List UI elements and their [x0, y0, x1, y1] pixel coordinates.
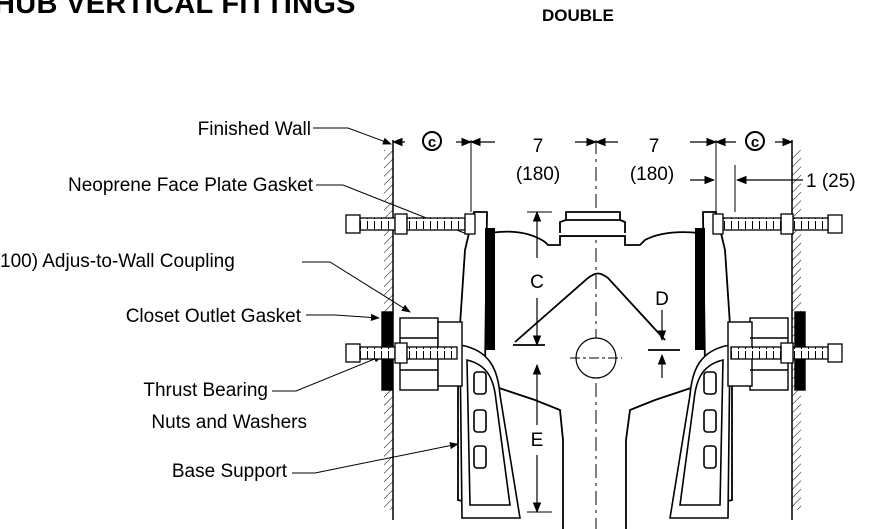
- right-base-support: [669, 344, 731, 519]
- callout-base-support: Base Support: [172, 461, 288, 482]
- callout-outlet-gasket: Closet Outlet Gasket: [126, 306, 302, 327]
- right-upper-stud: [712, 213, 843, 235]
- right-span-dim: 7: [649, 136, 660, 157]
- dim-e: E: [527, 363, 552, 514]
- left-span-dim: 7: [533, 136, 544, 157]
- left-base-support: [459, 344, 521, 519]
- callout-labels: Finished Wall Neoprene Face Plate Gasket…: [0, 119, 314, 482]
- callout-finished-wall: Finished Wall: [198, 119, 311, 140]
- dim-d: D: [655, 289, 669, 378]
- right-lower-stud: [730, 342, 843, 364]
- callout-coupling: 100) Adjus-to-Wall Coupling: [0, 251, 235, 272]
- left-span-mm-dim: (180): [516, 164, 560, 185]
- fitting-body: [489, 211, 701, 529]
- callout-face-plate-gasket: Neoprene Face Plate Gasket: [68, 175, 314, 196]
- svg-text:E: E: [531, 430, 544, 451]
- svg-text:C: C: [530, 272, 544, 293]
- right-span-mm-dim: (180): [630, 164, 674, 185]
- dim-c: C: [527, 210, 552, 347]
- svg-text:c: c: [751, 134, 759, 151]
- outlet-circle: [570, 337, 622, 379]
- page-subtitle: DOUBLE: [542, 6, 614, 25]
- dimension-arrows-top: [391, 137, 803, 185]
- left-lower-stud: [345, 342, 458, 364]
- leader-lines: [272, 127, 478, 474]
- svg-text:D: D: [655, 289, 669, 310]
- centerline-symbol-left: c: [422, 131, 442, 151]
- left-upper-stud: [345, 213, 476, 235]
- centerline-symbol-right: c: [745, 131, 765, 151]
- callout-nuts-washers: Nuts and Washers: [151, 412, 307, 433]
- offset-dim: 1 (25): [806, 171, 856, 192]
- svg-text:c: c: [428, 134, 436, 151]
- page-title: HUB VERTICAL FITTINGS: [0, 0, 356, 20]
- extension-lines: [470, 140, 736, 529]
- callout-thrust-bearing: Thrust Bearing: [143, 380, 268, 401]
